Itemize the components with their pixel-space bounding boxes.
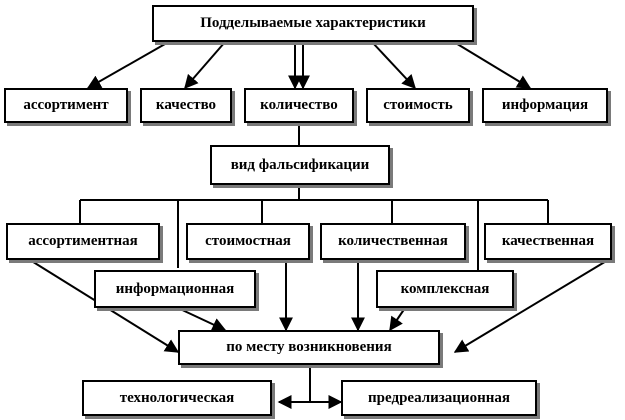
node-type-quality: качественная (484, 223, 612, 260)
node-falsification-type: вид фальсификации (210, 145, 390, 185)
node-quality: качество (140, 88, 232, 123)
arrow-complex-to-place (389, 307, 406, 332)
arrow-quality-to-place (453, 259, 609, 353)
node-quantity: количество (244, 88, 354, 123)
arrow-information-to-place (177, 307, 227, 331)
node-place-technological: технологическая (82, 380, 272, 416)
arrow-root-to-quality (184, 41, 226, 90)
arrow-root-to-cost (371, 41, 416, 90)
node-type-assortment: ассортиментная (6, 223, 160, 260)
node-type-complex: комплексная (376, 270, 514, 308)
node-cost: стоимость (366, 88, 470, 123)
node-information: информация (482, 88, 608, 123)
node-place-presale: предреализационная (341, 380, 537, 416)
node-place-of-origin: по месту возникновения (178, 330, 440, 365)
arrow-root-to-assortment (86, 39, 173, 89)
arrow-root-to-information (453, 41, 532, 89)
node-type-quantity: количественная (320, 223, 466, 260)
root-node: Подделываемые характеристики (152, 5, 474, 42)
node-assortment: ассортимент (4, 88, 128, 123)
node-type-information: информационная (94, 270, 256, 308)
node-type-cost: стоимостная (186, 223, 310, 260)
